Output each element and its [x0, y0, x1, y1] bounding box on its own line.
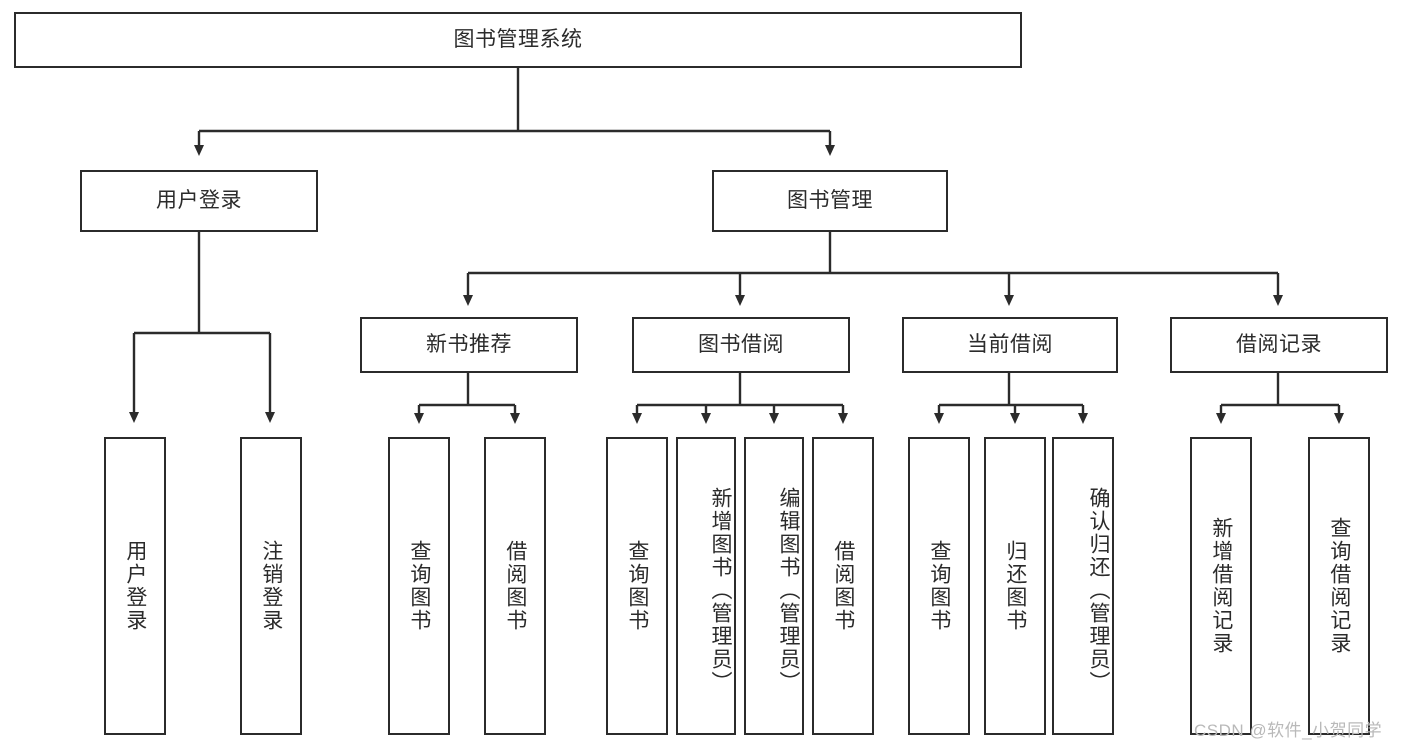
node-new-book-recommend[interactable]: 新书推荐	[360, 317, 578, 373]
leaf-query-book-current[interactable]: 查询图书	[908, 437, 970, 735]
leaf-label: 新增图书（管理员）	[709, 486, 732, 694]
node-book-management[interactable]: 图书管理	[712, 170, 948, 232]
node-book-borrow-label: 图书借阅	[698, 333, 784, 357]
node-root[interactable]: 图书管理系统	[14, 12, 1022, 68]
node-book-borrow[interactable]: 图书借阅	[632, 317, 850, 373]
leaf-label: 确认归还（管理员）	[1087, 486, 1110, 694]
node-borrow-record[interactable]: 借阅记录	[1170, 317, 1388, 373]
leaf-query-book-new[interactable]: 查询图书	[388, 437, 450, 735]
leaf-label: 新增借阅记录	[1209, 517, 1233, 655]
leaf-label: 查询图书	[927, 540, 951, 632]
leaf-borrow-book-new[interactable]: 借阅图书	[484, 437, 546, 735]
leaf-user-login[interactable]: 用户登录	[104, 437, 166, 735]
leaf-label: 查询图书	[407, 540, 431, 632]
leaf-borrow-book[interactable]: 借阅图书	[812, 437, 874, 735]
leaf-add-book-admin[interactable]: 新增图书（管理员）	[676, 437, 736, 735]
leaf-label: 查询图书	[625, 540, 649, 632]
leaf-label: 借阅图书	[831, 540, 855, 632]
node-root-label: 图书管理系统	[453, 28, 583, 52]
leaf-label: 编辑图书（管理员）	[777, 486, 800, 694]
leaf-confirm-return-admin[interactable]: 确认归还（管理员）	[1052, 437, 1114, 735]
node-new-book-recommend-label: 新书推荐	[426, 333, 512, 357]
leaf-return-book[interactable]: 归还图书	[984, 437, 1046, 735]
leaf-add-borrow-record[interactable]: 新增借阅记录	[1190, 437, 1252, 735]
node-user-login-label: 用户登录	[156, 189, 242, 213]
node-borrow-record-label: 借阅记录	[1236, 333, 1322, 357]
leaf-label: 查询借阅记录	[1327, 517, 1351, 655]
node-book-management-label: 图书管理	[787, 189, 873, 213]
leaf-query-borrow-record[interactable]: 查询借阅记录	[1308, 437, 1370, 735]
node-current-borrow-label: 当前借阅	[967, 333, 1053, 357]
leaf-logout-login[interactable]: 注销登录	[240, 437, 302, 735]
leaf-query-book-borrow[interactable]: 查询图书	[606, 437, 668, 735]
leaf-label: 用户登录	[123, 540, 147, 632]
csdn-watermark: CSDN @软件_小贺同学	[1194, 721, 1383, 740]
leaf-edit-book-admin[interactable]: 编辑图书（管理员）	[744, 437, 804, 735]
node-current-borrow[interactable]: 当前借阅	[902, 317, 1118, 373]
leaf-label: 归还图书	[1003, 540, 1027, 632]
node-user-login[interactable]: 用户登录	[80, 170, 318, 232]
leaf-label: 借阅图书	[503, 540, 527, 632]
leaf-label: 注销登录	[259, 540, 283, 632]
